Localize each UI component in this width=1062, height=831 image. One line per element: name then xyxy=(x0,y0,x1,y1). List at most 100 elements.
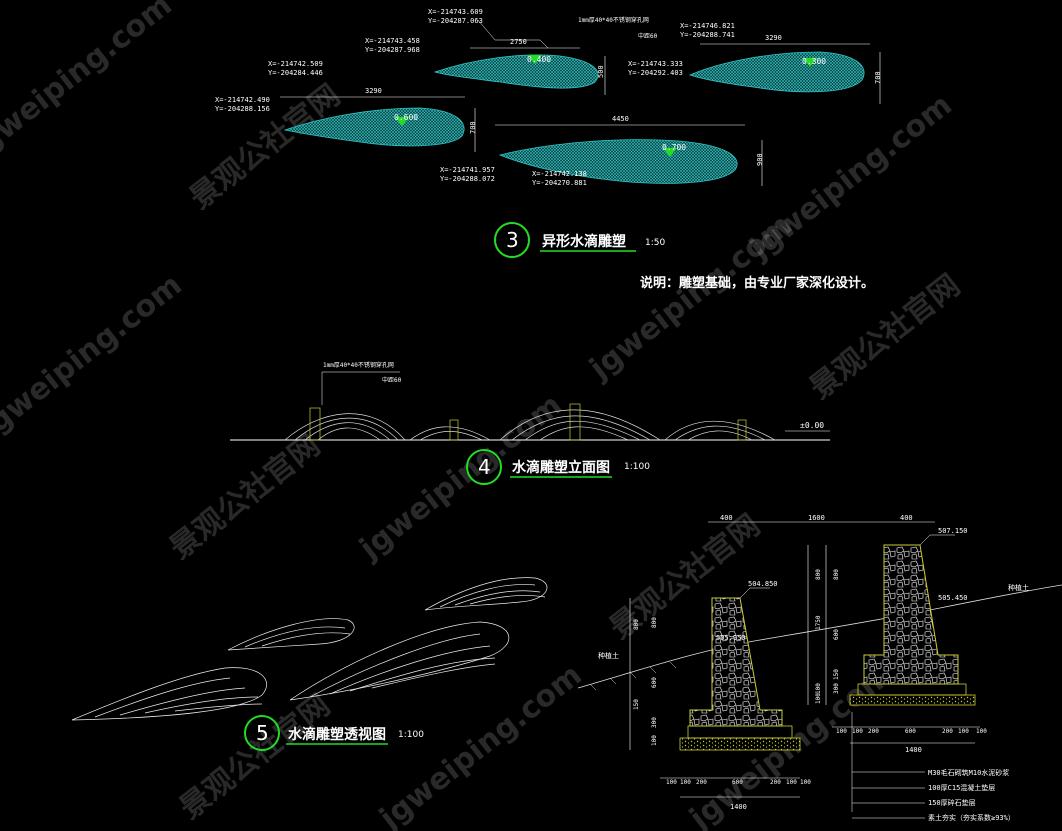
drop-plan-1: 0.400 2750 500 X=-214743.609 Y=-204287.0… xyxy=(365,8,658,95)
left-dim-v-1: 800 xyxy=(651,617,658,628)
drop-2-coord2-x: X=-214743.333 xyxy=(628,60,683,68)
drop-2-height: 700 xyxy=(874,71,882,84)
right-dim-v-6: 100 xyxy=(815,683,822,694)
left-total: 1400 xyxy=(730,803,747,811)
drop-1-coord2-x: X=-214743.458 xyxy=(365,37,420,45)
section5-perspective xyxy=(71,577,548,721)
drop-2-coord2-y: Y=-204292.403 xyxy=(628,69,683,77)
drop-4-width: 4450 xyxy=(612,115,629,123)
drop-2-coord1-y: Y=-204288.741 xyxy=(680,31,735,39)
drop-4-coord2-y: Y=-204270.881 xyxy=(532,179,587,187)
legend-item-4: 素土夯实（夯实系数≥93%） xyxy=(928,813,1015,822)
left-soil-label: 种植土 xyxy=(598,651,619,660)
section4-callout: 1mm厚40*40不锈钢穿孔网 xyxy=(323,361,394,369)
drop-1-level: 0.400 xyxy=(527,55,551,64)
left-dim-v-3: 150 xyxy=(633,699,640,710)
right-dim-h-0: 100 xyxy=(836,728,847,735)
right-level-top: 507.150 xyxy=(938,527,968,535)
drop-3-height: 700 xyxy=(469,121,477,134)
section4-elevation: 1mm厚40*40不锈钢穿孔网 中距60 ±0.00 4 水滴雕塑立面图 1:1… xyxy=(230,361,830,485)
right-dim-v-4: 150 xyxy=(833,669,840,680)
perspective-drop-1 xyxy=(424,577,548,611)
drop-4-coord2-x: X=-214742.138 xyxy=(532,170,587,178)
section5-number-circle xyxy=(244,715,280,751)
right-dim-v-3: 1750 xyxy=(815,615,822,630)
left-dim-h-6: 100 xyxy=(800,779,811,786)
perspective-drop-2 xyxy=(227,618,355,651)
drop-1-coord2-y: Y=-204287.968 xyxy=(365,46,420,54)
drop-1-coord1-x: X=-214743.609 xyxy=(428,8,483,16)
legend-item-3: 150厚碎石垫层 xyxy=(928,798,976,807)
callout-top: 1mm厚40*40不锈钢穿孔网 xyxy=(578,16,649,24)
right-dim-h-5: 100 xyxy=(958,728,969,735)
left-dim-v-2: 600 xyxy=(651,677,658,688)
drop-2-width: 3290 xyxy=(765,34,782,42)
right-dim-h-4: 200 xyxy=(942,728,953,735)
section4-scale: 1:100 xyxy=(624,462,650,472)
left-dim-v-4: 300 xyxy=(651,717,658,728)
right-dim-v-0: 800 xyxy=(815,569,822,580)
section5-title-text: 水滴雕塑透视图 xyxy=(288,726,386,743)
section4-callout2: 中距60 xyxy=(382,376,402,384)
left-dim-h-5: 100 xyxy=(786,779,797,786)
right-total: 1400 xyxy=(905,746,922,754)
section4-title: 水滴雕塑立面图 xyxy=(512,459,610,476)
right-top-dim-2: 400 xyxy=(900,514,913,522)
left-dim-h-3: 600 xyxy=(732,779,743,786)
right-dim-h-1: 100 xyxy=(852,728,863,735)
drop-3-coord2-x: X=-214742.509 xyxy=(268,60,323,68)
drop-3-coord2-y: Y=-204284.446 xyxy=(268,69,323,77)
drop-3-width: 3290 xyxy=(365,87,382,95)
legend-item-2: 100厚C15混凝土垫层 xyxy=(928,783,995,792)
drop-3-coord1-y: Y=-204288.156 xyxy=(215,105,270,113)
right-soil-label: 种植土 xyxy=(1008,583,1029,592)
perspective-drop-3 xyxy=(289,621,510,701)
drop-2-level: 0.300 xyxy=(802,57,826,66)
drop-1-coord1-y: Y=-204287.063 xyxy=(428,17,483,25)
foundation-section: 504.850 505.950 种植土 800 800 600 150 300 … xyxy=(577,514,1062,822)
drop-plan-2: 0.300 3290 700 X=-214746.821 Y=-204288.7… xyxy=(628,22,882,104)
section4-level: ±0.00 xyxy=(800,421,824,430)
elevation-mounds xyxy=(284,409,776,441)
left-dim-v-0: 800 xyxy=(633,619,640,630)
legend-item-1: M30毛石砌筑M10水泥砂浆 xyxy=(928,768,1009,777)
left-dim-h-0: 100 xyxy=(666,779,677,786)
right-dim-v-1: 800 xyxy=(833,569,840,580)
drop-3-level: 0.600 xyxy=(394,113,418,122)
left-dim-h-2: 200 xyxy=(696,779,707,786)
right-dim-v-7: 100 xyxy=(815,693,822,704)
left-dim-h-1: 100 xyxy=(680,779,691,786)
foundation-legend: M30毛石砌筑M10水泥砂浆 100厚C15混凝土垫层 150厚碎石垫层 素土夯… xyxy=(851,712,1015,822)
right-dim-h-6: 100 xyxy=(976,728,987,735)
drop-3-coord1-x: X=-214742.490 xyxy=(215,96,270,104)
drop-4-coord1-x: X=-214741.957 xyxy=(440,166,495,174)
watermark-url-5: jgweiping.com xyxy=(743,87,959,266)
watermark-url-1: jgweiping.com xyxy=(0,0,179,167)
section4-number-circle xyxy=(466,449,502,485)
perspective-drop-4 xyxy=(71,667,267,721)
drop-1-height: 500 xyxy=(597,65,605,78)
watermark-cn-2: 景观公社官网 xyxy=(163,428,326,566)
section3-plan: 0.400 2750 500 X=-214743.609 Y=-204287.0… xyxy=(215,8,882,291)
watermark-url-6: jgweiping.com xyxy=(373,657,589,831)
drop-plan-3: 0.600 3290 700 X=-214742.509 Y=-204284.4… xyxy=(215,60,477,152)
drop-4-level: 0.700 xyxy=(662,143,686,152)
section3-number: 3 xyxy=(506,228,519,252)
drop-4-coord1-y: Y=-204288.072 xyxy=(440,175,495,183)
foundation-left: 504.850 505.950 种植土 800 800 600 150 300 … xyxy=(598,580,811,811)
drop-plan-4: 0.700 4450 900 X=-214741.957 Y=-204288.0… xyxy=(440,115,764,187)
section3-scale: 1:50 xyxy=(645,238,665,248)
drop-4-height: 900 xyxy=(756,153,764,166)
right-top-dim-0: 400 xyxy=(720,514,733,522)
section3-note: 说明：雕塑基础，由专业厂家深化设计。 xyxy=(640,275,874,291)
foundation-right: 507.150 505.450 种植土 400 1600 400 800 800… xyxy=(708,514,1029,754)
section5-number: 5 xyxy=(256,721,269,745)
callout-top2: 中距60 xyxy=(638,32,658,40)
right-dim-v-2: 600 xyxy=(833,629,840,640)
right-top-dim-1: 1600 xyxy=(808,514,825,522)
section3-title: 异形水滴雕塑 xyxy=(542,233,626,250)
left-level-mid: 505.950 xyxy=(716,634,746,642)
drop-2-coord1-x: X=-214746.821 xyxy=(680,22,735,30)
section4-number: 4 xyxy=(478,455,491,479)
